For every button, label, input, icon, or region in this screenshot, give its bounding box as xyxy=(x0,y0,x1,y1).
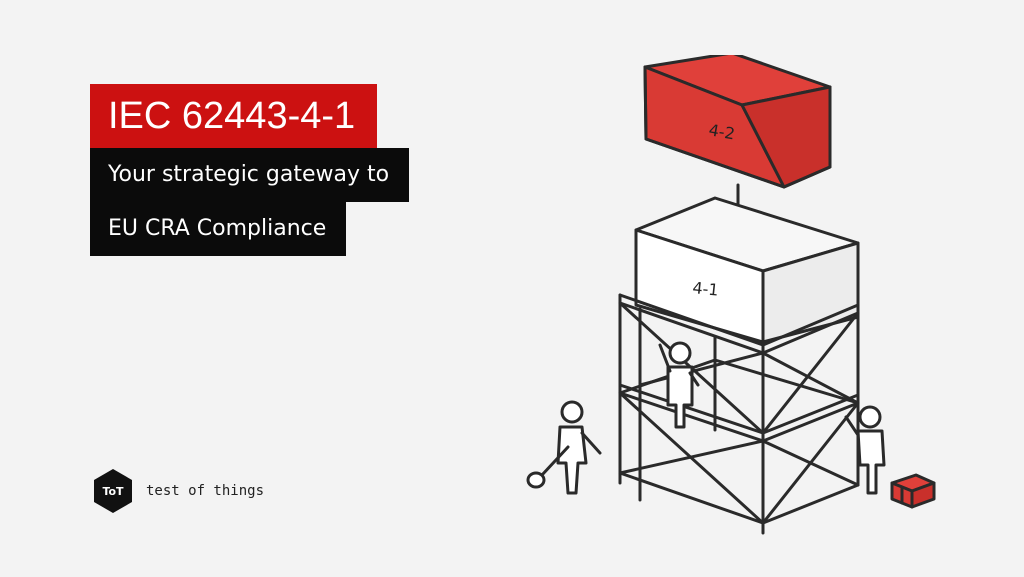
brand-logo-text: ToT xyxy=(102,484,124,498)
bottom-box-4-1 xyxy=(634,196,860,344)
bottom-box-label: 4-1 xyxy=(692,278,720,300)
worker-right xyxy=(844,405,886,495)
page-title: IEC 62443-4-1 xyxy=(90,84,378,148)
brand: ToT test of things xyxy=(92,468,264,514)
worker-climbing xyxy=(658,341,700,429)
small-red-box xyxy=(890,473,936,509)
brand-name: test of things xyxy=(146,483,265,499)
scaffold-illustration: 4-2 4-1 xyxy=(526,55,936,535)
worker-shovel xyxy=(526,400,602,495)
subtitle-line-2: EU CRA Compliance xyxy=(90,202,347,256)
brand-logo-icon: ToT xyxy=(92,468,134,514)
top-box-label: 4-2 xyxy=(707,120,736,143)
top-box-4-2 xyxy=(643,55,832,189)
subtitle-line-1: Your strategic gateway to xyxy=(90,148,410,202)
